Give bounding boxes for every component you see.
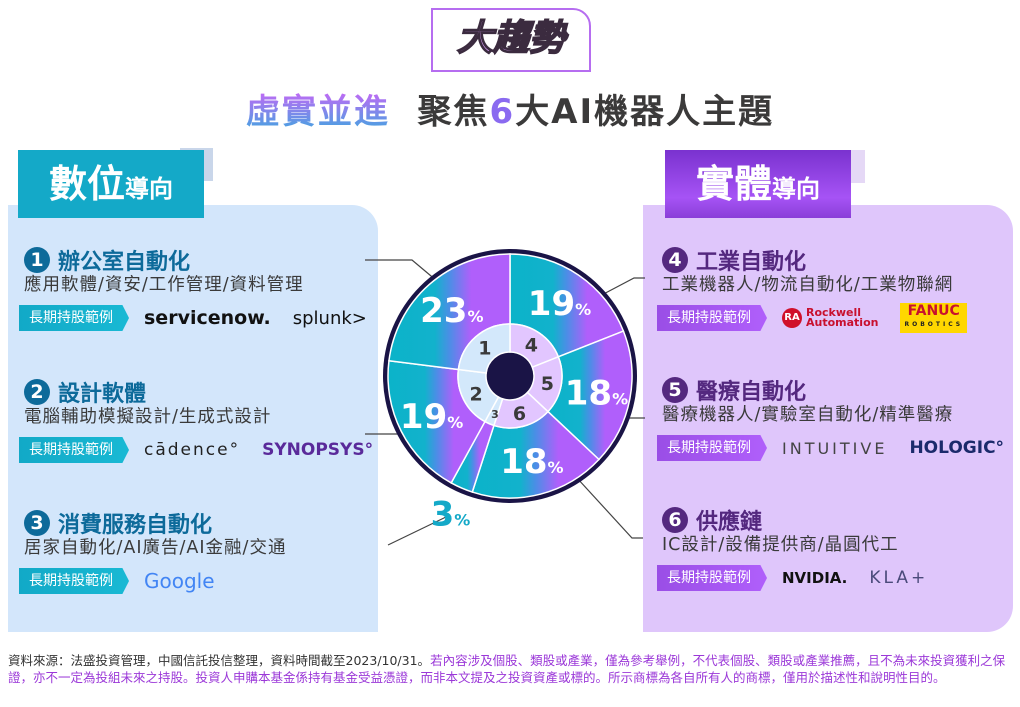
section-number: 5 xyxy=(662,377,688,403)
page-title: 虛實並進 聚焦6大AI機器人主題 xyxy=(0,84,1020,133)
section-title: 辦公室自動化 xyxy=(58,250,191,275)
rockwell-logo: Rockwell xyxy=(806,306,862,319)
section-number: 6 xyxy=(662,507,688,533)
footer-disclaimer: 資料來源：法盛投資管理，中國信託投信整理，資料時間截至2023/10/31。若內… xyxy=(8,652,1013,686)
automation-logo: Automation xyxy=(806,316,879,329)
section-title: 供應鏈 xyxy=(696,510,763,535)
inner-slice-1 xyxy=(457,323,511,374)
examples-badge: 長期持股範例 xyxy=(657,305,767,331)
hologic-logo: HOLOGIC° xyxy=(909,438,1005,458)
title-badge: 大趨勢 xyxy=(431,8,591,72)
synopsys-logo: SYNOPSYS° xyxy=(262,440,374,460)
section-desc: 醫療機器人/實驗室自動化/精準醫療 xyxy=(662,405,954,425)
examples-badge: 長期持股範例 xyxy=(19,568,129,594)
examples-badge: 長期持股範例 xyxy=(19,437,129,463)
leader-line-4 xyxy=(595,277,645,299)
physical-panel xyxy=(643,205,1013,632)
tab-main: 實體 xyxy=(695,162,772,206)
cadence-logo: cādence° xyxy=(144,440,241,460)
section-title: 工業自動化 xyxy=(696,250,807,275)
tab-sub: 導向 xyxy=(125,175,173,203)
slice-number: 1 xyxy=(478,337,491,359)
slice-percent-label: 19% xyxy=(400,397,463,437)
section-heading: 5 醫療自動化 xyxy=(662,374,806,406)
subtitle-c: 大AI機器人主題 xyxy=(515,92,775,132)
slice-number: 3 xyxy=(491,408,499,421)
splunk-logo: splunk> xyxy=(292,307,367,329)
section-number: 1 xyxy=(24,247,50,273)
section-number: 2 xyxy=(24,379,50,405)
footer-disclaimer-text: 若內容涉及個股、類股或產業，僅為參考舉例，不代表個股、類股或產業推薦，且不為未來… xyxy=(8,653,1006,685)
section-heading: 1 辦公室自動化 xyxy=(24,244,190,276)
section-desc: 居家自動化/AI廣告/AI金融/交通 xyxy=(24,538,287,558)
nvidia-logo: NVIDIA. xyxy=(782,569,848,587)
tab-sub: 導向 xyxy=(772,175,820,203)
fanuc-logo: FANUC xyxy=(907,303,960,319)
leader-line-3 xyxy=(387,516,447,546)
digital-panel xyxy=(8,205,378,632)
examples-badge: 長期持股範例 xyxy=(657,565,767,591)
section-title: 設計軟體 xyxy=(58,382,147,407)
slice-percent-label: 19% xyxy=(528,284,591,324)
section-heading: 4 工業自動化 xyxy=(662,244,806,276)
section-desc: IC設計/設備提供商/晶圓代工 xyxy=(662,535,899,555)
tab-main: 數位 xyxy=(48,162,125,206)
leader-line-1 xyxy=(365,259,438,282)
examples-badge: 長期持股範例 xyxy=(657,435,767,461)
subtitle-highlight: 虛實並進 xyxy=(245,92,390,132)
slice-percent-label: 23% xyxy=(420,291,483,331)
slice-number: 2 xyxy=(470,383,483,405)
section-heading: 2 設計軟體 xyxy=(24,376,146,408)
section-heading: 6 供應鏈 xyxy=(662,504,762,536)
section-title: 消費服務自動化 xyxy=(58,513,213,538)
footer-source: 資料來源：法盛投資管理，中國信託投信整理，資料時間截至2023/10/31。 xyxy=(8,653,431,668)
leader-line-6 xyxy=(576,477,643,539)
section-title: 醫療自動化 xyxy=(696,380,807,405)
slice-number: 5 xyxy=(541,373,554,395)
slice-percent-label: 18% xyxy=(500,442,563,482)
slice-percent-label: 18% xyxy=(565,373,628,413)
section-desc: 電腦輔助模擬設計/生成式設計 xyxy=(24,407,272,427)
section-number: 3 xyxy=(24,510,50,536)
examples-badge: 長期持股範例 xyxy=(19,305,129,331)
intuitive-logo: INTUITIVE xyxy=(782,438,888,458)
kla-logo: KLA+ xyxy=(869,568,929,588)
section-heading: 3 消費服務自動化 xyxy=(24,507,212,539)
slice-percent-label: 3% xyxy=(431,495,471,535)
subtitle-num: 6 xyxy=(489,92,516,132)
digital-tab: 數位導向 xyxy=(18,150,204,218)
slice-number: 4 xyxy=(525,335,538,357)
subtitle-b: 聚焦 xyxy=(417,92,490,132)
fanuc-robotics-text: ROBOTICS xyxy=(904,321,964,328)
leader-lines xyxy=(365,259,645,546)
section-desc: 工業機器人/物流自動化/工業物聯網 xyxy=(662,275,954,295)
slice-number: 6 xyxy=(513,403,526,425)
rockwell-ra-icon: RA xyxy=(782,308,802,328)
servicenow-logo: servicenow. xyxy=(144,307,271,329)
section-desc: 應用軟體/資安/工作管理/資料管理 xyxy=(24,275,304,295)
physical-tab: 實體導向 xyxy=(665,150,851,218)
google-logo: Google xyxy=(144,569,215,593)
section-number: 4 xyxy=(662,247,688,273)
